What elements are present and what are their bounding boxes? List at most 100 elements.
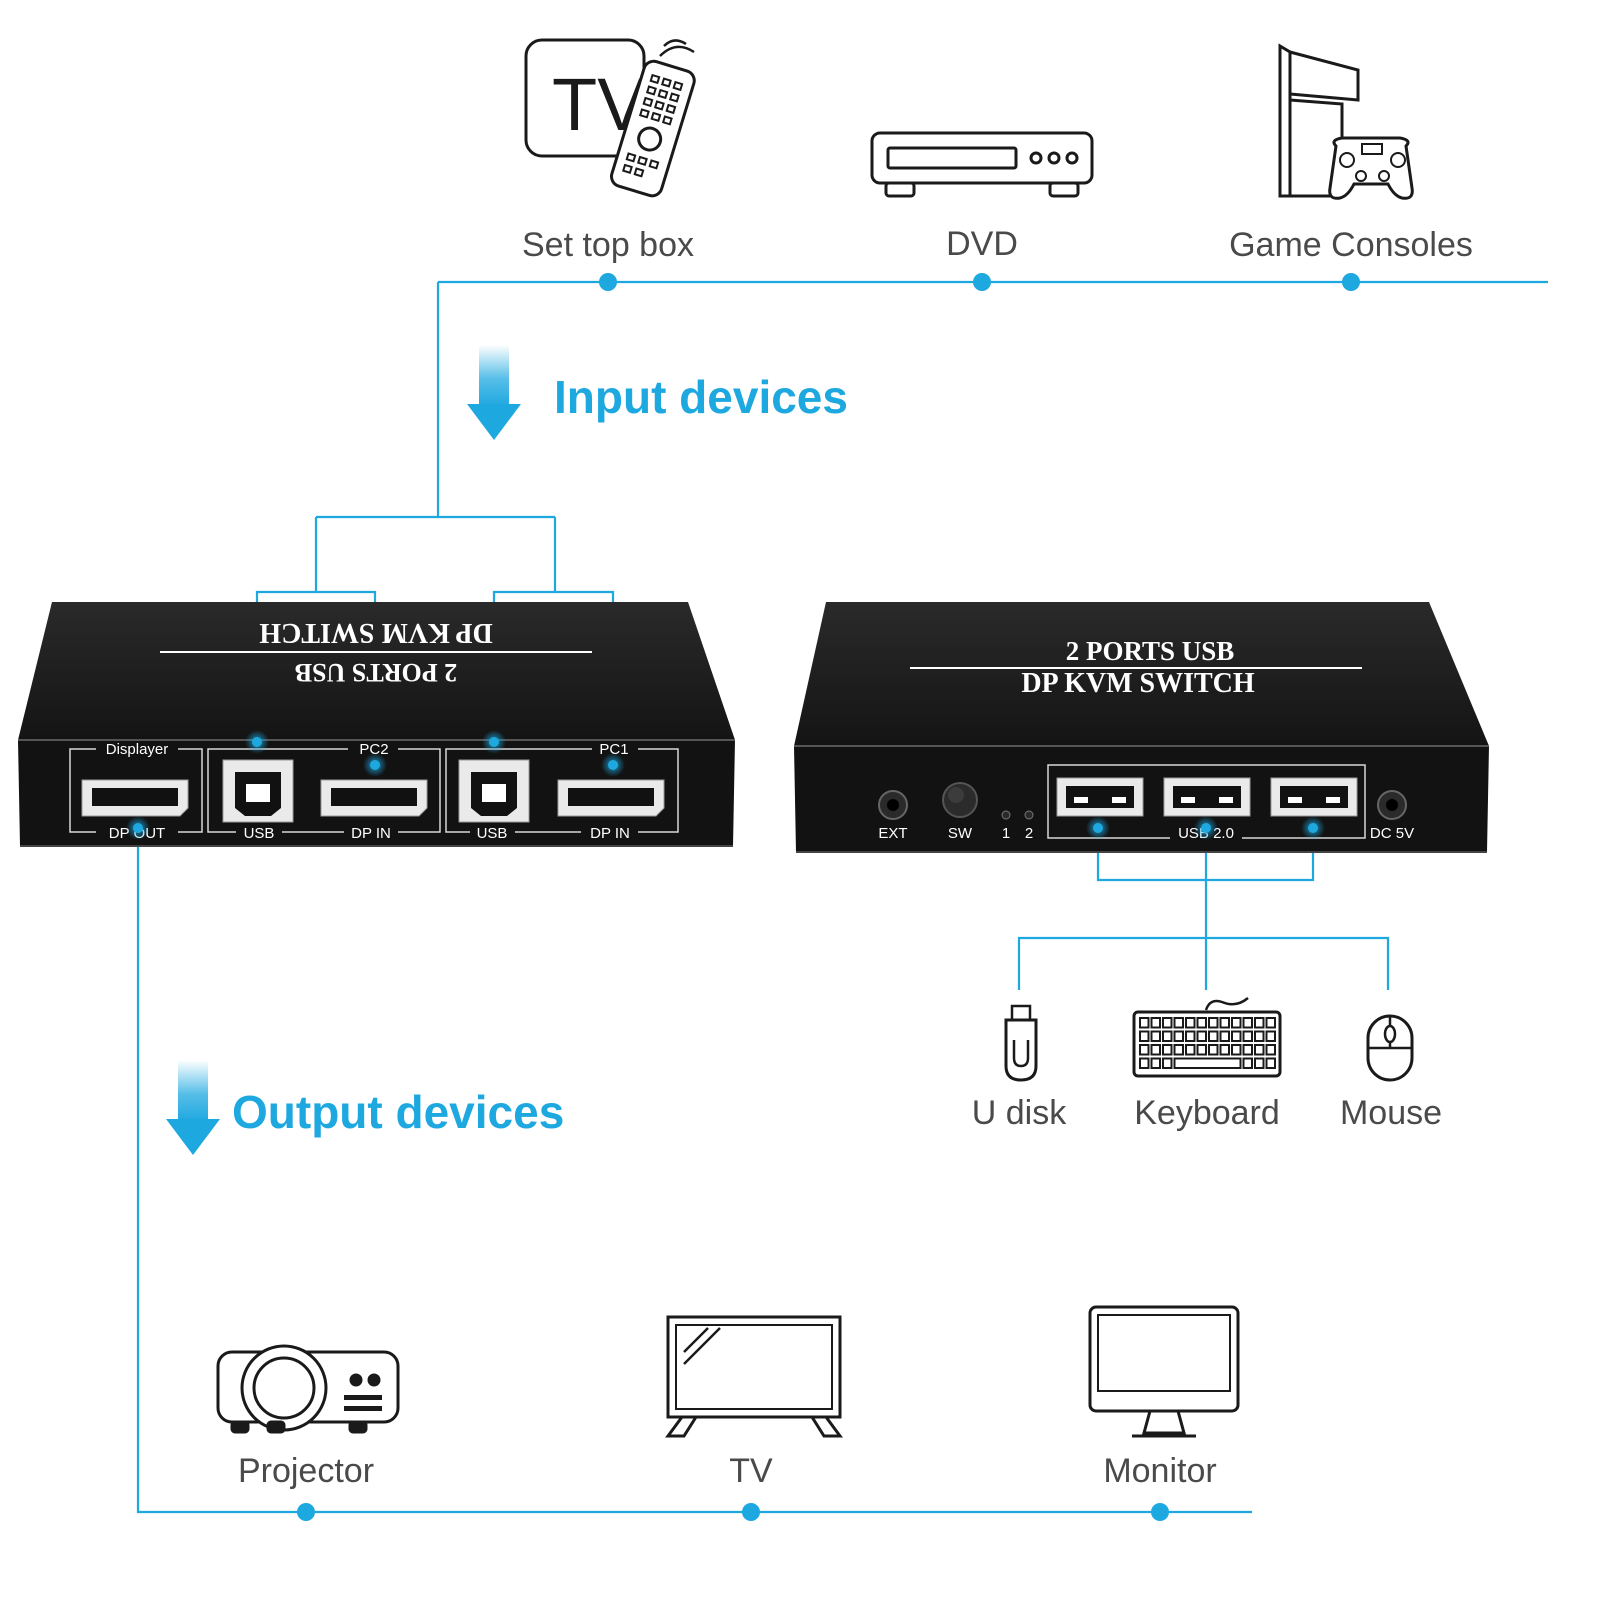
output-bus-line bbox=[136, 828, 1252, 1514]
keyboard-key bbox=[1219, 1044, 1230, 1056]
displayport-in-pc1-port bbox=[557, 779, 665, 817]
keyboard-key bbox=[1173, 1030, 1184, 1042]
keyboard-key bbox=[1139, 1017, 1150, 1029]
keyboard-key bbox=[1265, 1057, 1276, 1069]
keyboard-key bbox=[1265, 1030, 1276, 1042]
dot-dvd bbox=[973, 273, 991, 291]
port-label-usb-pc1: USB bbox=[477, 825, 508, 842]
keyboard-key bbox=[1196, 1030, 1207, 1042]
switch-button bbox=[942, 782, 978, 818]
mouse-icon bbox=[1366, 1014, 1414, 1082]
usb-a-port-1 bbox=[1056, 777, 1144, 817]
output-devices-heading: Output devices bbox=[232, 1086, 565, 1138]
front-title-line2: DP KVM SWITCH bbox=[1021, 668, 1255, 699]
keyboard-key bbox=[1173, 1044, 1184, 1056]
keyboard-key bbox=[1185, 1017, 1196, 1029]
keyboard-key bbox=[1150, 1057, 1161, 1069]
keyboard-key bbox=[1231, 1017, 1242, 1029]
keyboard-spacebar bbox=[1173, 1057, 1242, 1069]
usb-disk-icon bbox=[1004, 1004, 1038, 1082]
keyboard-key bbox=[1242, 1044, 1253, 1056]
led-2-indicator bbox=[1024, 810, 1034, 820]
usb-a-port-2 bbox=[1163, 777, 1251, 817]
rear-title-line1: 2 PORTS USB bbox=[295, 658, 457, 687]
keyboard-key bbox=[1254, 1017, 1265, 1029]
keyboard-key bbox=[1208, 1044, 1219, 1056]
kvm-switch-rear-unit: 2 PORTS USB DP KVM SWITCH Displayer PC2 … bbox=[18, 602, 735, 847]
keyboard-key bbox=[1265, 1017, 1276, 1029]
label-dc-5v: DC 5V bbox=[1370, 825, 1414, 842]
game-console-icon bbox=[1278, 43, 1414, 200]
tv-icon bbox=[665, 1315, 843, 1438]
keyboard-key bbox=[1173, 1017, 1184, 1029]
dot-set-top-box bbox=[599, 273, 617, 291]
keyboard-key bbox=[1242, 1017, 1253, 1029]
keyboard-key bbox=[1231, 1030, 1242, 1042]
label-game-consoles: Game Consoles bbox=[1229, 226, 1473, 264]
usb-b-pc2-port bbox=[222, 759, 294, 823]
label-led-1: 1 bbox=[1002, 825, 1010, 842]
keyboard-key bbox=[1139, 1057, 1150, 1069]
keyboard-key bbox=[1185, 1044, 1196, 1056]
label-set-top-box: Set top box bbox=[521, 226, 695, 264]
usb-a-port-3 bbox=[1270, 777, 1358, 817]
label-dvd: DVD bbox=[946, 225, 1018, 263]
label-projector: Projector bbox=[237, 1452, 375, 1490]
label-u-disk: U disk bbox=[971, 1094, 1067, 1132]
keyboard-key bbox=[1219, 1017, 1230, 1029]
output-arrow-icon bbox=[166, 1060, 220, 1155]
keyboard-key bbox=[1150, 1017, 1161, 1029]
port-label-dp-in-pc1: DP IN bbox=[590, 825, 630, 842]
bus-dots bbox=[297, 273, 1360, 1521]
front-title-line1: 2 PORTS USB bbox=[1066, 636, 1235, 666]
dc-5v-jack bbox=[1377, 790, 1407, 820]
dot-game-consoles bbox=[1342, 273, 1360, 291]
keyboard-key bbox=[1242, 1030, 1253, 1042]
label-monitor: Monitor bbox=[1103, 1452, 1217, 1490]
input-devices-heading: Input devices bbox=[554, 371, 848, 423]
keyboard-key bbox=[1162, 1057, 1173, 1069]
keyboard-key bbox=[1219, 1030, 1230, 1042]
keyboard-key bbox=[1208, 1017, 1219, 1029]
kvm-switch-front-unit: 2 PORTS USB DP KVM SWITCH bbox=[794, 602, 1489, 853]
displayport-out-port bbox=[81, 779, 189, 817]
input-arrow-icon bbox=[467, 345, 521, 440]
keyboard-key bbox=[1150, 1044, 1161, 1056]
keyboard-key bbox=[1139, 1030, 1150, 1042]
keyboard-icon bbox=[1132, 997, 1282, 1078]
dot-monitor bbox=[1151, 1503, 1169, 1521]
group-label-pc2: PC2 bbox=[359, 741, 388, 758]
label-led-2: 2 bbox=[1025, 825, 1033, 842]
label-sw: SW bbox=[948, 825, 973, 842]
dot-tv bbox=[742, 1503, 760, 1521]
keyboard-key bbox=[1150, 1030, 1161, 1042]
keyboard-key bbox=[1185, 1030, 1196, 1042]
keyboard-key bbox=[1162, 1017, 1173, 1029]
group-label-pc1: PC1 bbox=[599, 741, 628, 758]
keyboard-key bbox=[1208, 1030, 1219, 1042]
keyboard-key bbox=[1254, 1057, 1265, 1069]
port-label-usb-pc2: USB bbox=[244, 825, 275, 842]
label-ext: EXT bbox=[878, 825, 907, 842]
label-keyboard: Keyboard bbox=[1134, 1094, 1280, 1132]
led-1-indicator bbox=[1001, 810, 1011, 820]
keyboard-keys bbox=[1139, 1017, 1276, 1069]
usb-b-pc1-port bbox=[458, 759, 530, 823]
keyboard-key bbox=[1265, 1044, 1276, 1056]
label-mouse: Mouse bbox=[1339, 1094, 1443, 1132]
keyboard-key bbox=[1231, 1044, 1242, 1056]
group-label-displayer: Displayer bbox=[106, 741, 169, 758]
monitor-icon bbox=[1088, 1305, 1240, 1438]
projector-icon bbox=[216, 1344, 400, 1434]
usb-device-split-line bbox=[1017, 936, 1390, 990]
label-tv: TV bbox=[729, 1452, 773, 1490]
keyboard-key bbox=[1196, 1017, 1207, 1029]
dvd-player-icon bbox=[870, 131, 1094, 198]
keyboard-key bbox=[1254, 1044, 1265, 1056]
keyboard-key bbox=[1139, 1044, 1150, 1056]
keyboard-key bbox=[1242, 1057, 1253, 1069]
keyboard-key bbox=[1162, 1030, 1173, 1042]
ext-audio-jack bbox=[878, 790, 908, 820]
